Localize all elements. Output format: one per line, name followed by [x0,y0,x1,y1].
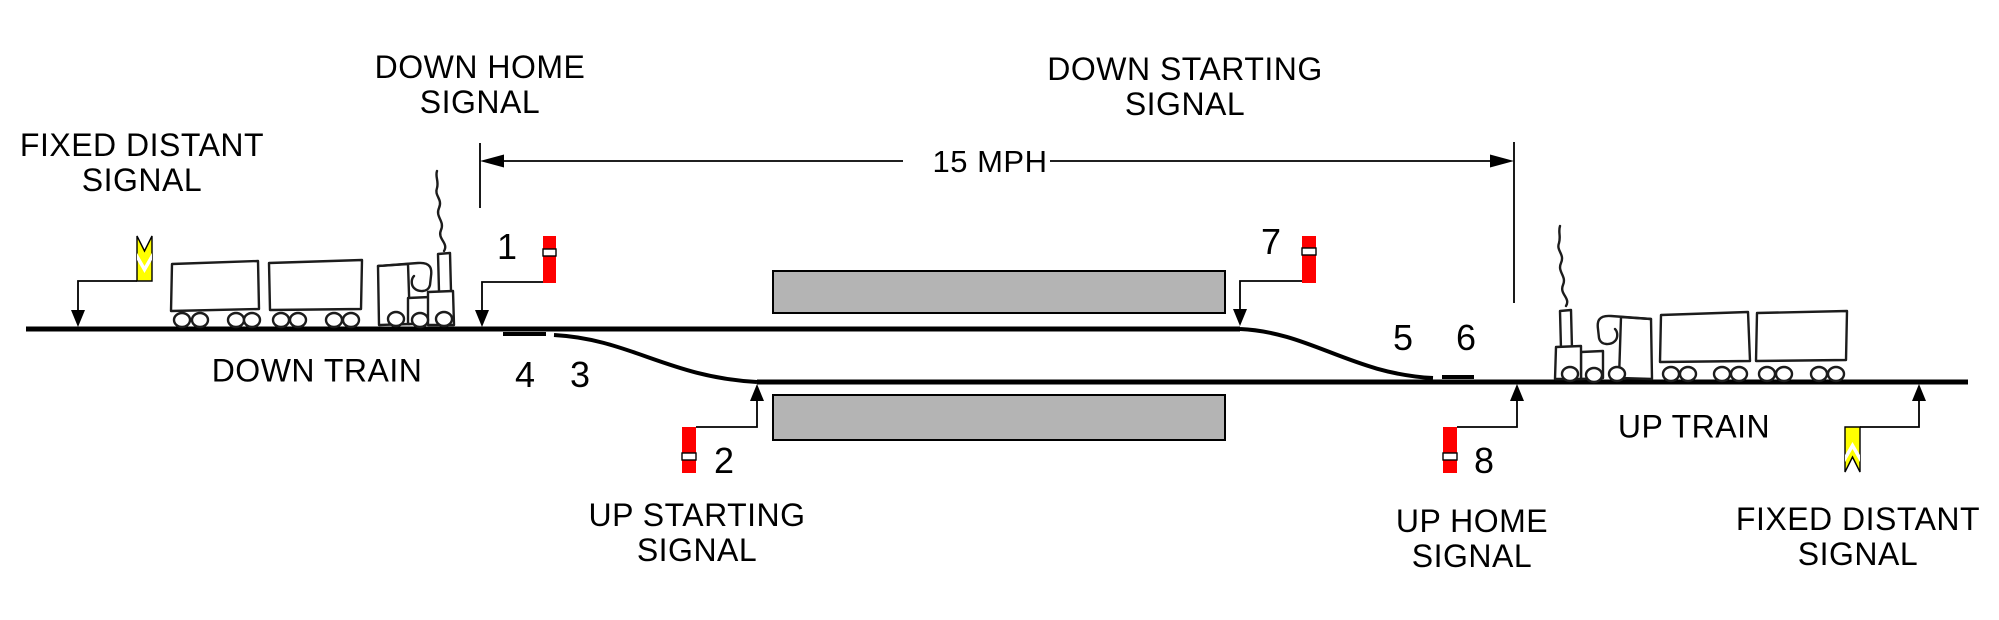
label-line: SIGNAL [419,84,541,120]
signal-number-2: 2 [713,440,735,481]
label-speed-restriction: 15 MPH [932,144,1048,179]
signal8-pointer [1457,400,1518,428]
signal-post [1844,426,1861,473]
fixed-distant-right-pointer [1860,400,1920,428]
up-train-smoke [1557,224,1569,308]
wheel [1809,365,1829,383]
signal7-arrow-icon [1233,309,1247,326]
wheel [386,310,406,328]
down-train-icon [169,169,456,329]
signal-number-1: 1 [496,226,518,267]
label-line: SIGNAL [1124,86,1246,122]
down-train-smoke [435,169,447,253]
wheel [242,311,262,329]
up-train-icon [1553,224,1849,384]
points-number-3: 3 [569,354,591,395]
fixed-distant-left-arrow-icon [71,310,85,327]
fixed-distant-right-arrow-icon [1912,384,1926,401]
label-down-home-signal: DOWN HOME SIGNAL [375,50,586,120]
signal-post [682,427,696,473]
signal-band [1301,247,1317,256]
wheel [172,311,192,329]
wheel [1757,365,1777,383]
signal-band [1442,452,1458,461]
label-up-train: UP TRAIN [1617,408,1771,445]
distant-signal-icon-right [1844,426,1861,473]
up-train-loco-roof [1596,314,1653,346]
label-line: SIGNAL [1797,536,1919,572]
wheel [1560,365,1580,383]
points-number-5: 5 [1392,317,1414,358]
down-train-loco-chimney [436,251,453,293]
signal1-arrow-icon [475,310,489,327]
stop-signal-icon-2 [681,427,697,473]
points-number-6: 6 [1455,317,1477,358]
label-up-starting-signal: UP STARTING SIGNAL [588,498,805,568]
label-line: DOWN STARTING [1047,51,1323,87]
wheel [434,310,454,328]
signal-post [543,236,556,283]
distant-signal-icon-left [136,235,153,282]
signal-number-8: 8 [1473,440,1495,481]
wheel [1661,365,1681,383]
label-line: FIXED DISTANT [19,127,265,163]
wheel [288,311,308,329]
dimension-arrow-right-icon [1490,154,1514,168]
label-fixed-distant-signal-right: FIXED DISTANT SIGNAL [1736,502,1980,572]
wheel [410,311,430,329]
wheel [271,311,291,329]
signal-band [681,452,697,461]
down-train-wagon [267,258,364,312]
wheel [1584,366,1604,384]
up-train-wagon [1754,309,1849,363]
dimension-arrow-left-icon [480,154,504,168]
platform-upper [772,270,1226,314]
signal7-pointer [1239,280,1302,310]
wheel [1826,365,1846,383]
signal-chevron [1845,442,1860,462]
label-line: DOWN HOME [374,49,586,85]
label-up-home-signal: UP HOME SIGNAL [1396,504,1548,574]
signal2-pointer [696,400,758,428]
stop-signal-icon-1 [542,236,557,283]
wheel [190,311,210,329]
wheel [1678,365,1698,383]
up-train-wagon [1658,310,1752,364]
left-turnout-curve [553,333,758,384]
label-line: UP HOME [1395,503,1549,539]
stop-signal-icon-8 [1442,427,1458,473]
wheel [1774,365,1794,383]
stop-signal-icon-7 [1301,236,1317,283]
signal8-arrow-icon [1510,384,1524,401]
label-down-train: DOWN TRAIN [211,352,423,389]
wheel [1712,365,1732,383]
down-train-wagon [169,259,261,313]
signal-post [1302,236,1316,283]
wheel [1607,365,1627,383]
label-down-starting-signal: DOWN STARTING SIGNAL [1047,52,1323,122]
wheel [324,311,344,329]
signal-band [542,248,557,257]
signal2-arrow-icon [750,384,764,401]
up-train-loco-chimney [1558,308,1574,351]
label-line: FIXED DISTANT [1735,501,1981,537]
signal-number-7: 7 [1260,221,1282,262]
wheel [226,311,246,329]
label-fixed-distant-signal-left: FIXED DISTANT SIGNAL [20,128,264,198]
signal1-pointer [481,281,543,311]
label-line: SIGNAL [81,162,203,198]
signal-chevron [137,253,152,273]
signal-post [1443,427,1457,473]
label-line: SIGNAL [636,532,758,568]
fixed-distant-left-pointer [77,280,137,311]
platform-lower [772,394,1226,441]
right-turnout-curve [1239,327,1434,380]
points-number-4: 4 [514,354,536,395]
wheel [1729,365,1749,383]
label-line: SIGNAL [1411,538,1533,574]
wheel [341,311,361,329]
down-train-loco-roof [376,261,433,293]
label-line: UP STARTING [588,497,806,533]
